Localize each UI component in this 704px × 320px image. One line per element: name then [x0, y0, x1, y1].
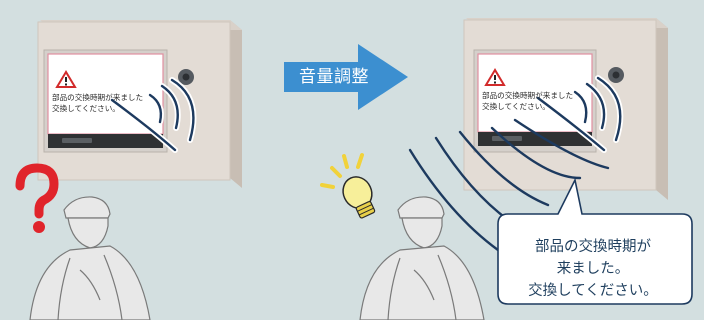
speech-bubble [497, 177, 693, 305]
volume-adjust-label: 音量調整 [299, 67, 369, 87]
bubble-line1: 部品の交換時期が [535, 239, 651, 255]
warning-triangle-icon [55, 70, 77, 88]
speech-bubble-text: 部品の交換時期が 来ました。 交換してください。 [500, 236, 686, 302]
knob-icon [608, 67, 624, 83]
left-screen-line2: 交換してください。 [52, 104, 120, 113]
right-control-panel [408, 18, 668, 252]
left-screen-line1: 部品の交換時期が来ました [52, 93, 144, 102]
knob-icon [178, 69, 194, 85]
bubble-line2: 来ました。 [556, 261, 630, 277]
bubble-line3: 交換してください。 [528, 283, 658, 299]
right-screen-line2: 交換してください。 [482, 102, 550, 111]
right-worker-figure [359, 196, 485, 320]
left-worker-figure [29, 196, 151, 320]
question-mark-icon [15, 163, 59, 233]
left-control-panel [37, 20, 242, 188]
light-bulb-icon [320, 153, 376, 219]
volume-adjust-arrow [284, 44, 408, 110]
right-screen-line1: 部品の交換時期が来ました [482, 91, 574, 100]
warning-triangle-icon [484, 68, 506, 86]
